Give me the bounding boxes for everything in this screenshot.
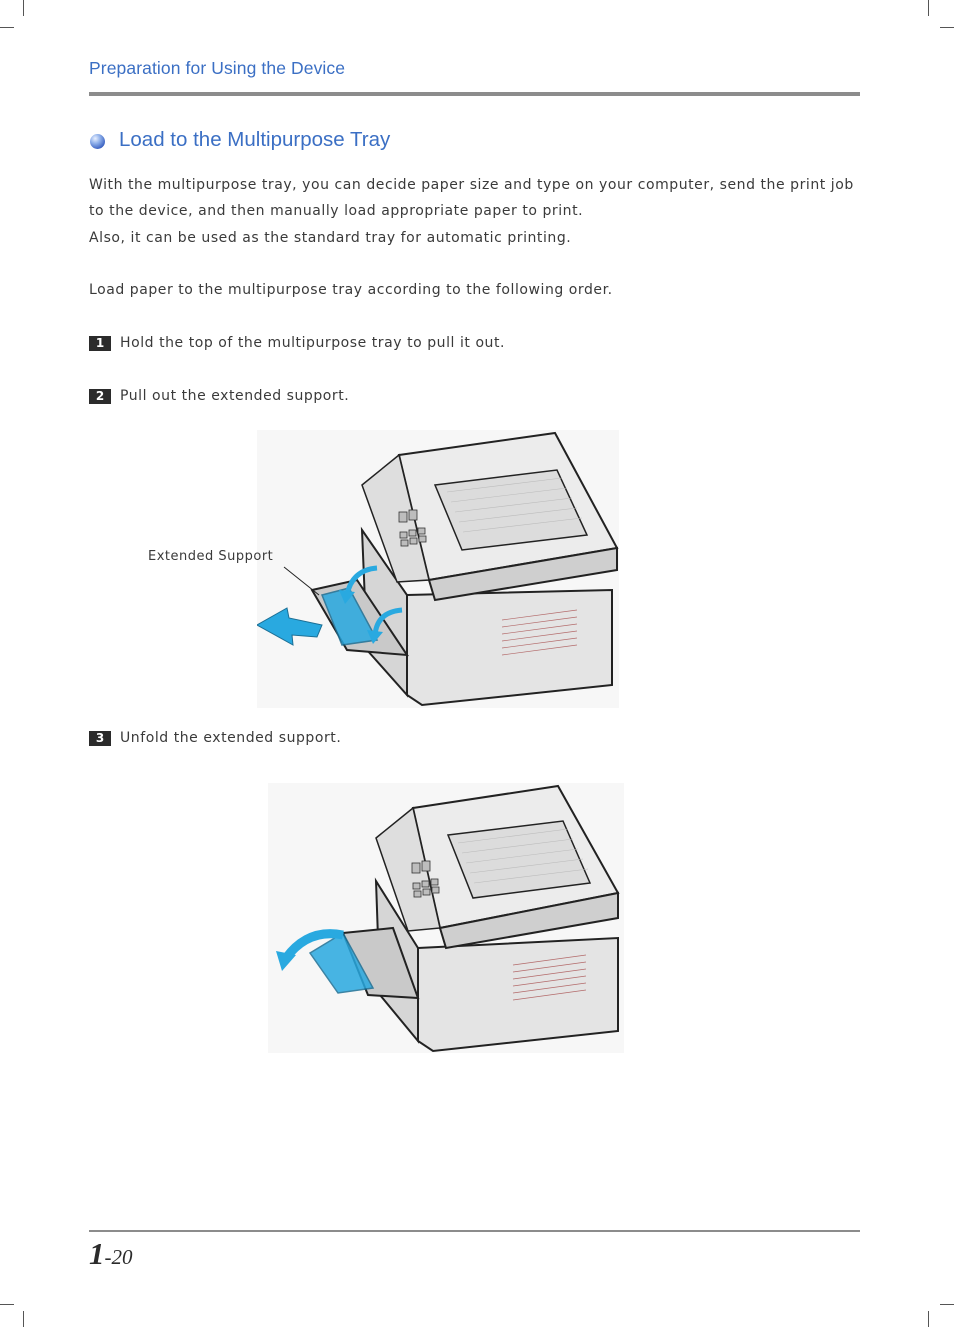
crop-mark bbox=[23, 0, 24, 16]
crop-mark bbox=[23, 1311, 24, 1327]
crop-mark bbox=[940, 1304, 954, 1305]
step-text: Unfold the extended support. bbox=[120, 730, 342, 746]
step-1: 1 Hold the top of the multipurpose tray … bbox=[89, 335, 505, 351]
page-number: 1-20 bbox=[89, 1236, 133, 1272]
step-text: Pull out the extended support. bbox=[120, 388, 350, 404]
crop-mark bbox=[940, 27, 954, 28]
intro-line-2: to the device, and then manually load ap… bbox=[89, 203, 584, 219]
footer-rule bbox=[89, 1230, 860, 1232]
page-index: -20 bbox=[104, 1245, 133, 1269]
chapter-number: 1 bbox=[89, 1236, 105, 1271]
printer-illustration-unfold-support bbox=[268, 783, 624, 1053]
intro-line-1: With the multipurpose tray, you can deci… bbox=[89, 177, 854, 193]
sphere-bullet-icon bbox=[90, 133, 105, 149]
intro-line-3: Also, it can be used as the standard tra… bbox=[89, 230, 572, 246]
crop-mark bbox=[928, 1311, 929, 1327]
crop-mark bbox=[0, 27, 14, 28]
crop-mark bbox=[0, 1304, 14, 1305]
printer-illustration-pull-support bbox=[257, 430, 619, 708]
step-number-badge: 1 bbox=[89, 335, 111, 351]
figure-callout-label: Extended Support bbox=[148, 549, 274, 564]
intro-line-4: Load paper to the multipurpose tray acco… bbox=[89, 282, 613, 298]
step-2: 2 Pull out the extended support. bbox=[89, 388, 349, 404]
crop-mark bbox=[928, 0, 929, 16]
header-rule bbox=[89, 92, 860, 96]
step-number-badge: 3 bbox=[89, 730, 111, 746]
step-3: 3 Unfold the extended support. bbox=[89, 730, 341, 746]
section-title: Load to the Multipurpose Tray bbox=[119, 128, 391, 151]
step-text: Hold the top of the multipurpose tray to… bbox=[120, 335, 506, 351]
section-heading: Load to the Multipurpose Tray bbox=[90, 128, 390, 152]
step-number-badge: 2 bbox=[89, 388, 111, 404]
running-header: Preparation for Using the Device bbox=[89, 58, 346, 78]
